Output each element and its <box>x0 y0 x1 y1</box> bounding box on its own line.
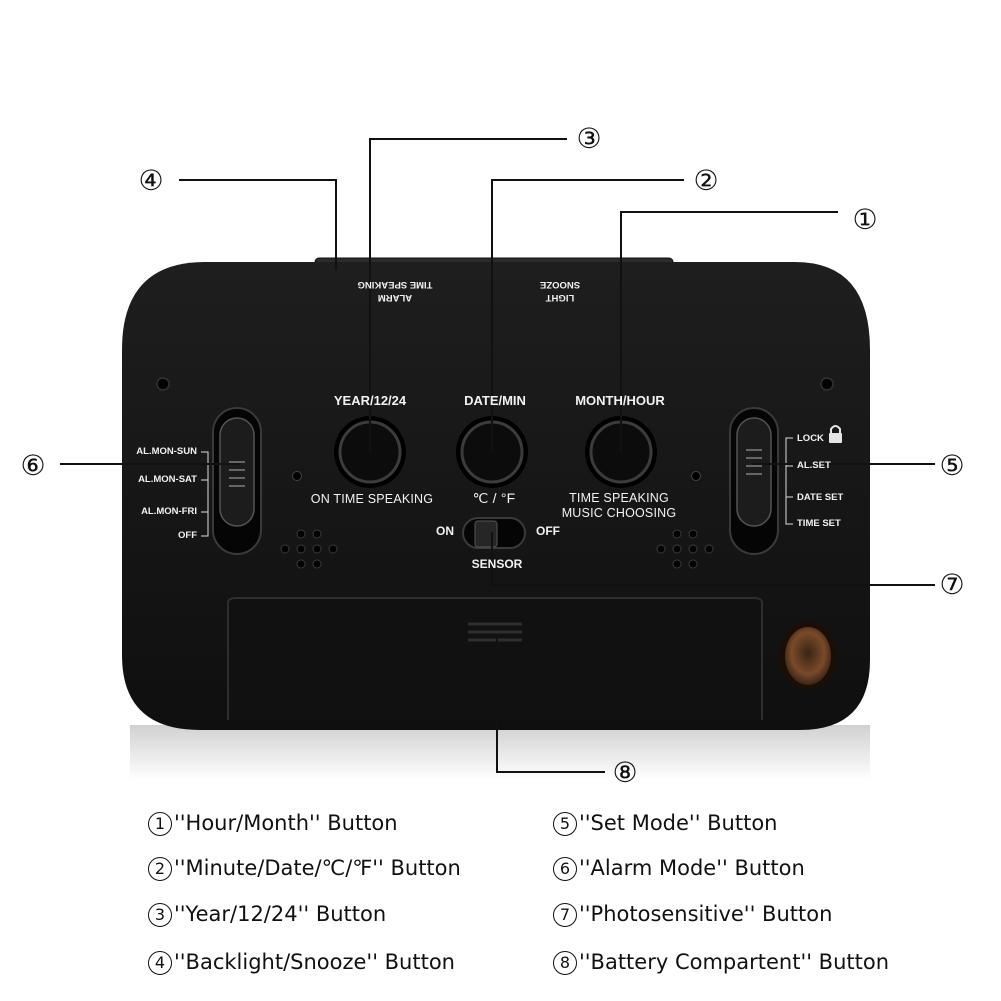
set-slide-switch <box>729 407 779 555</box>
leader-8 <box>496 636 605 773</box>
screw-hole-left <box>156 377 170 391</box>
sensor-off-label: OFF <box>536 524 560 538</box>
legend-item-7: 7''Photosensitive'' Button <box>553 902 832 927</box>
floor-shadow <box>130 725 870 780</box>
callout-3: ③ <box>576 122 602 155</box>
legend-item-2: 2''Minute/Date/℃/℉'' Button <box>148 856 461 881</box>
callout-4: ④ <box>138 164 164 197</box>
month-func-label: TIME SPEAKING MUSIC CHOOSING <box>562 491 677 521</box>
battery-cover <box>227 597 763 720</box>
legend-num-6: 6 <box>553 857 577 881</box>
lock-icon <box>829 425 842 443</box>
alarm-bracket <box>201 451 209 537</box>
leader-lines <box>179 138 838 773</box>
set-date-label: DATE SET <box>797 492 844 503</box>
alarm-mon-sun-label: AL.MON-SUN <box>136 446 197 457</box>
legend-item-4: 4''Backlight/Snooze'' Button <box>148 950 455 975</box>
leader-2 <box>491 179 684 452</box>
legend-item-6: 6''Alarm Mode'' Button <box>553 856 805 881</box>
callout-5: ⑤ <box>939 449 965 482</box>
legend-num-5: 5 <box>553 812 577 836</box>
callout-6: ⑥ <box>20 449 46 482</box>
alarm-mon-fri-label: AL.MON-FRI <box>141 506 197 517</box>
month-func-line1: TIME SPEAKING <box>569 491 669 505</box>
alarm-mon-sat-label: AL.MON-SAT <box>138 474 197 485</box>
legend-text-3: ''Year/12/24'' Button <box>174 902 387 926</box>
legend-item-5: 5''Set Mode'' Button <box>553 811 778 836</box>
legend-num-1: 1 <box>148 812 172 836</box>
alarm-slide-switch <box>212 407 262 555</box>
led-dot-right <box>691 471 701 481</box>
callout-2: ② <box>693 164 719 197</box>
temp-unit-label: ℃ / °F <box>472 490 516 506</box>
legend-text-1: ''Hour/Month'' Button <box>174 811 398 835</box>
panel-light-label: LIGHT <box>545 292 575 303</box>
leader-4 <box>179 179 337 270</box>
year-func-label: ON TIME SPEAKING <box>310 492 434 506</box>
legend-num-8: 8 <box>553 951 577 975</box>
set-time-label: TIME SET <box>797 518 841 529</box>
sensor-toggle <box>462 517 526 549</box>
callout-1: ① <box>852 203 878 236</box>
callout-8: ⑧ <box>612 756 638 789</box>
callout-7: ⑦ <box>939 568 965 601</box>
legend-text-8: ''Battery Compartent'' Button <box>579 950 890 974</box>
legend-item-3: 3''Year/12/24'' Button <box>148 902 386 927</box>
legend-item-1: 1''Hour/Month'' Button <box>148 811 398 836</box>
month-func-line2: MUSIC CHOOSING <box>561 506 677 520</box>
leader-7 <box>491 532 935 586</box>
legend-text-5: ''Set Mode'' Button <box>579 811 778 835</box>
legend-text-2: ''Minute/Date/℃/℉'' Button <box>174 856 461 880</box>
legend-num-2: 2 <box>148 857 172 881</box>
legend-num-3: 3 <box>148 903 172 927</box>
panel-snooze-label: SNOOZE <box>539 279 581 290</box>
legend-text-7: ''Photosensitive'' Button <box>579 902 833 926</box>
set-lock-label: LOCK <box>797 433 824 444</box>
panel-time-speaking-label: TIME SPEAKING <box>357 279 433 290</box>
legend-text-4: ''Backlight/Snooze'' Button <box>174 950 455 974</box>
panel-alarm-label: ALARM <box>377 292 413 303</box>
set-alarm-label: AL.SET <box>797 460 831 471</box>
led-dot-left <box>292 471 302 481</box>
date-button-label: DATE/MIN <box>464 393 526 408</box>
set-bracket <box>785 437 793 525</box>
sensor-label: SENSOR <box>471 557 523 571</box>
legend-text-6: ''Alarm Mode'' Button <box>579 856 805 880</box>
leader-3 <box>369 138 567 452</box>
panel-left-text: ALARM TIME SPEAKING <box>330 278 460 304</box>
legend-num-7: 7 <box>553 903 577 927</box>
alarm-off-label: OFF <box>178 530 197 541</box>
screw-hole-right <box>820 377 834 391</box>
legend-item-8: 8''Battery Compartent'' Button <box>553 950 889 975</box>
speaker-grill-left <box>280 529 338 569</box>
month-button-label: MONTH/HOUR <box>575 393 665 408</box>
speaker-grill-right <box>656 529 714 569</box>
year-button-label: YEAR/12/24 <box>333 393 407 408</box>
sensor-on-label: ON <box>436 524 454 538</box>
brass-knob-icon <box>780 622 836 690</box>
legend-num-4: 4 <box>148 951 172 975</box>
leader-1 <box>620 211 838 452</box>
panel-right-text: LIGHT SNOOZE <box>520 278 600 304</box>
